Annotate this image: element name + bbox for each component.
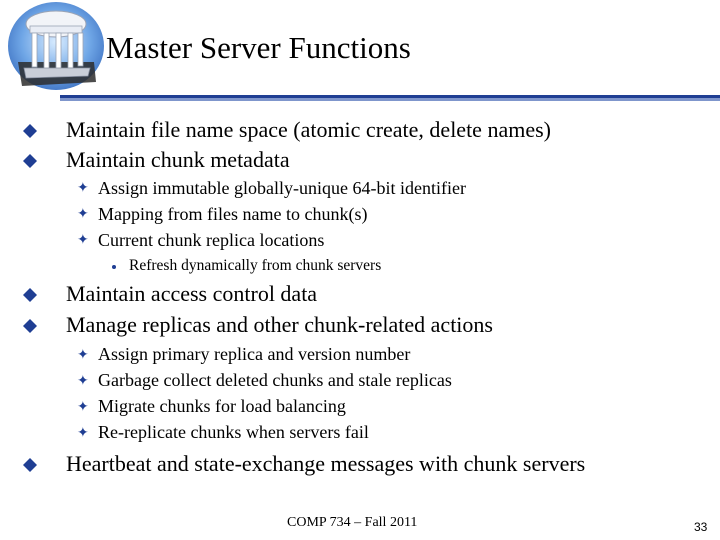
- bullet-text: Maintain chunk metadata: [66, 147, 290, 172]
- diamond-bullet-icon: [23, 154, 37, 168]
- cross-bullet-icon: ✦: [77, 233, 89, 248]
- sub-bullet-text: Mapping from files name to chunk(s): [98, 204, 368, 224]
- sub-bullet-text: Current chunk replica locations: [98, 230, 325, 250]
- sub-bullet-text: Garbage collect deleted chunks and stale…: [98, 370, 452, 390]
- title-divider: [60, 95, 720, 101]
- old-well-logo: [8, 2, 104, 90]
- sub-sub-bullet-text: Refresh dynamically from chunk servers: [129, 257, 382, 274]
- cross-bullet-icon: ✦: [77, 426, 89, 441]
- diamond-bullet-icon: [23, 319, 37, 333]
- slide-footer: COMP 734 – Fall 2011: [287, 515, 418, 530]
- dot-bullet-icon: [112, 265, 116, 269]
- sub-bullet-text: Assign primary replica and version numbe…: [98, 344, 411, 364]
- bullet-text: Maintain access control data: [66, 281, 318, 306]
- page-number: 33: [694, 520, 708, 534]
- bullet-text: Manage replicas and other chunk-related …: [66, 312, 493, 337]
- sub-bullet-text: Migrate chunks for load balancing: [98, 396, 346, 416]
- cross-bullet-icon: ✦: [77, 348, 89, 363]
- bullet-text: Heartbeat and state-exchange messages wi…: [66, 451, 586, 476]
- diamond-bullet-icon: [23, 288, 37, 302]
- bullet-text: Maintain file name space (atomic create,…: [66, 117, 551, 142]
- cross-bullet-icon: ✦: [77, 374, 89, 389]
- cross-bullet-icon: ✦: [77, 181, 89, 196]
- sub-bullet-text: Re-replicate chunks when servers fail: [98, 422, 369, 442]
- cross-bullet-icon: ✦: [77, 400, 89, 415]
- cross-bullet-icon: ✦: [77, 207, 89, 222]
- sub-bullet-text: Assign immutable globally-unique 64-bit …: [98, 178, 466, 198]
- diamond-bullet-icon: [23, 124, 37, 138]
- slide-title: Master Server Functions: [106, 30, 411, 65]
- diamond-bullet-icon: [23, 458, 37, 472]
